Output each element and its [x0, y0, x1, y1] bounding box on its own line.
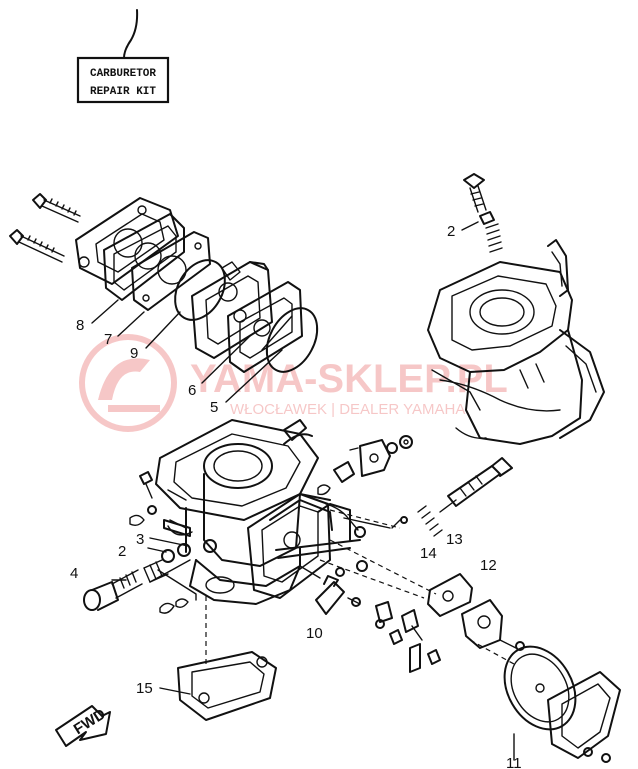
callout-12: 12 [480, 557, 497, 574]
spring-top [485, 223, 503, 253]
callout-6: 6 [188, 382, 196, 399]
gasket-15 [159, 651, 277, 721]
pilot-spring [143, 559, 169, 583]
pilot-screw-4 [83, 569, 143, 611]
bolt-left [139, 471, 153, 499]
spring-13 [417, 505, 443, 537]
small-parts-right [315, 435, 525, 673]
pilot-screw-assembly [83, 537, 217, 614]
callout-11: 11 [506, 755, 522, 769]
watermark-main: YAMA-SKLEP.PL [190, 357, 508, 401]
main-carburetor-body [129, 419, 361, 605]
carburetor-repair-kit: CARBURETOR REPAIR KIT [76, 9, 170, 104]
gasket-6 [227, 281, 303, 373]
washer-2-top [479, 211, 495, 225]
float-12 [427, 573, 473, 617]
fuel-pump-stack [9, 193, 319, 403]
callout-14: 14 [420, 545, 437, 562]
screw-lower [9, 229, 65, 263]
reference-lines [205, 509, 515, 666]
diaphragm-5 [261, 307, 319, 373]
assembled-carburetor [427, 173, 605, 445]
callout-2-pilot: 2 [118, 543, 126, 560]
washer-2 [161, 549, 175, 563]
pins-cluster [375, 601, 441, 673]
callout-15: 15 [136, 680, 153, 697]
callout-13: 13 [446, 531, 463, 548]
screw-upper [32, 193, 81, 223]
callout-3: 3 [136, 531, 144, 548]
diaphragm-7 [131, 231, 211, 311]
washer-left [147, 505, 157, 515]
jet-10 [315, 575, 361, 615]
callout-7: 7 [104, 331, 112, 348]
callout-9: 9 [130, 345, 138, 362]
pump-cover [75, 197, 179, 285]
watermark-logo-icon [79, 334, 177, 432]
callout-5: 5 [210, 399, 218, 416]
top-screw [463, 173, 487, 213]
fwd-arrow-icon: FWD [55, 705, 111, 747]
valve-ring-9 [174, 259, 226, 321]
watermark-sub: WŁOCŁAWEK | DEALER YAMAHA [230, 401, 465, 418]
needle-valve [439, 457, 513, 513]
callout-10: 10 [306, 625, 323, 642]
kit-label-line2: REPAIR KIT [90, 86, 156, 98]
callout-8: 8 [76, 317, 84, 334]
fwd-label: FWD [71, 705, 109, 738]
float-arm [461, 599, 525, 651]
pin-14 [400, 516, 408, 524]
pump-body [191, 261, 273, 359]
diaphragm-11 [503, 645, 577, 731]
callout-2-top: 2 [447, 223, 455, 240]
float-chamber-top [349, 435, 413, 477]
callout-4: 4 [70, 565, 78, 582]
o-ring-3 [177, 543, 191, 557]
watermark: YAMA-SKLEP.PL WŁOCŁAWEK | DEALER YAMAHA [79, 334, 508, 432]
pump-cover-lower [513, 671, 621, 763]
callout-labels: 2 8 7 9 6 5 3 2 4 14 13 12 10 15 11 [70, 223, 522, 769]
kit-label-line1: CARBURETOR [90, 68, 156, 80]
gasket-8 [103, 213, 185, 301]
